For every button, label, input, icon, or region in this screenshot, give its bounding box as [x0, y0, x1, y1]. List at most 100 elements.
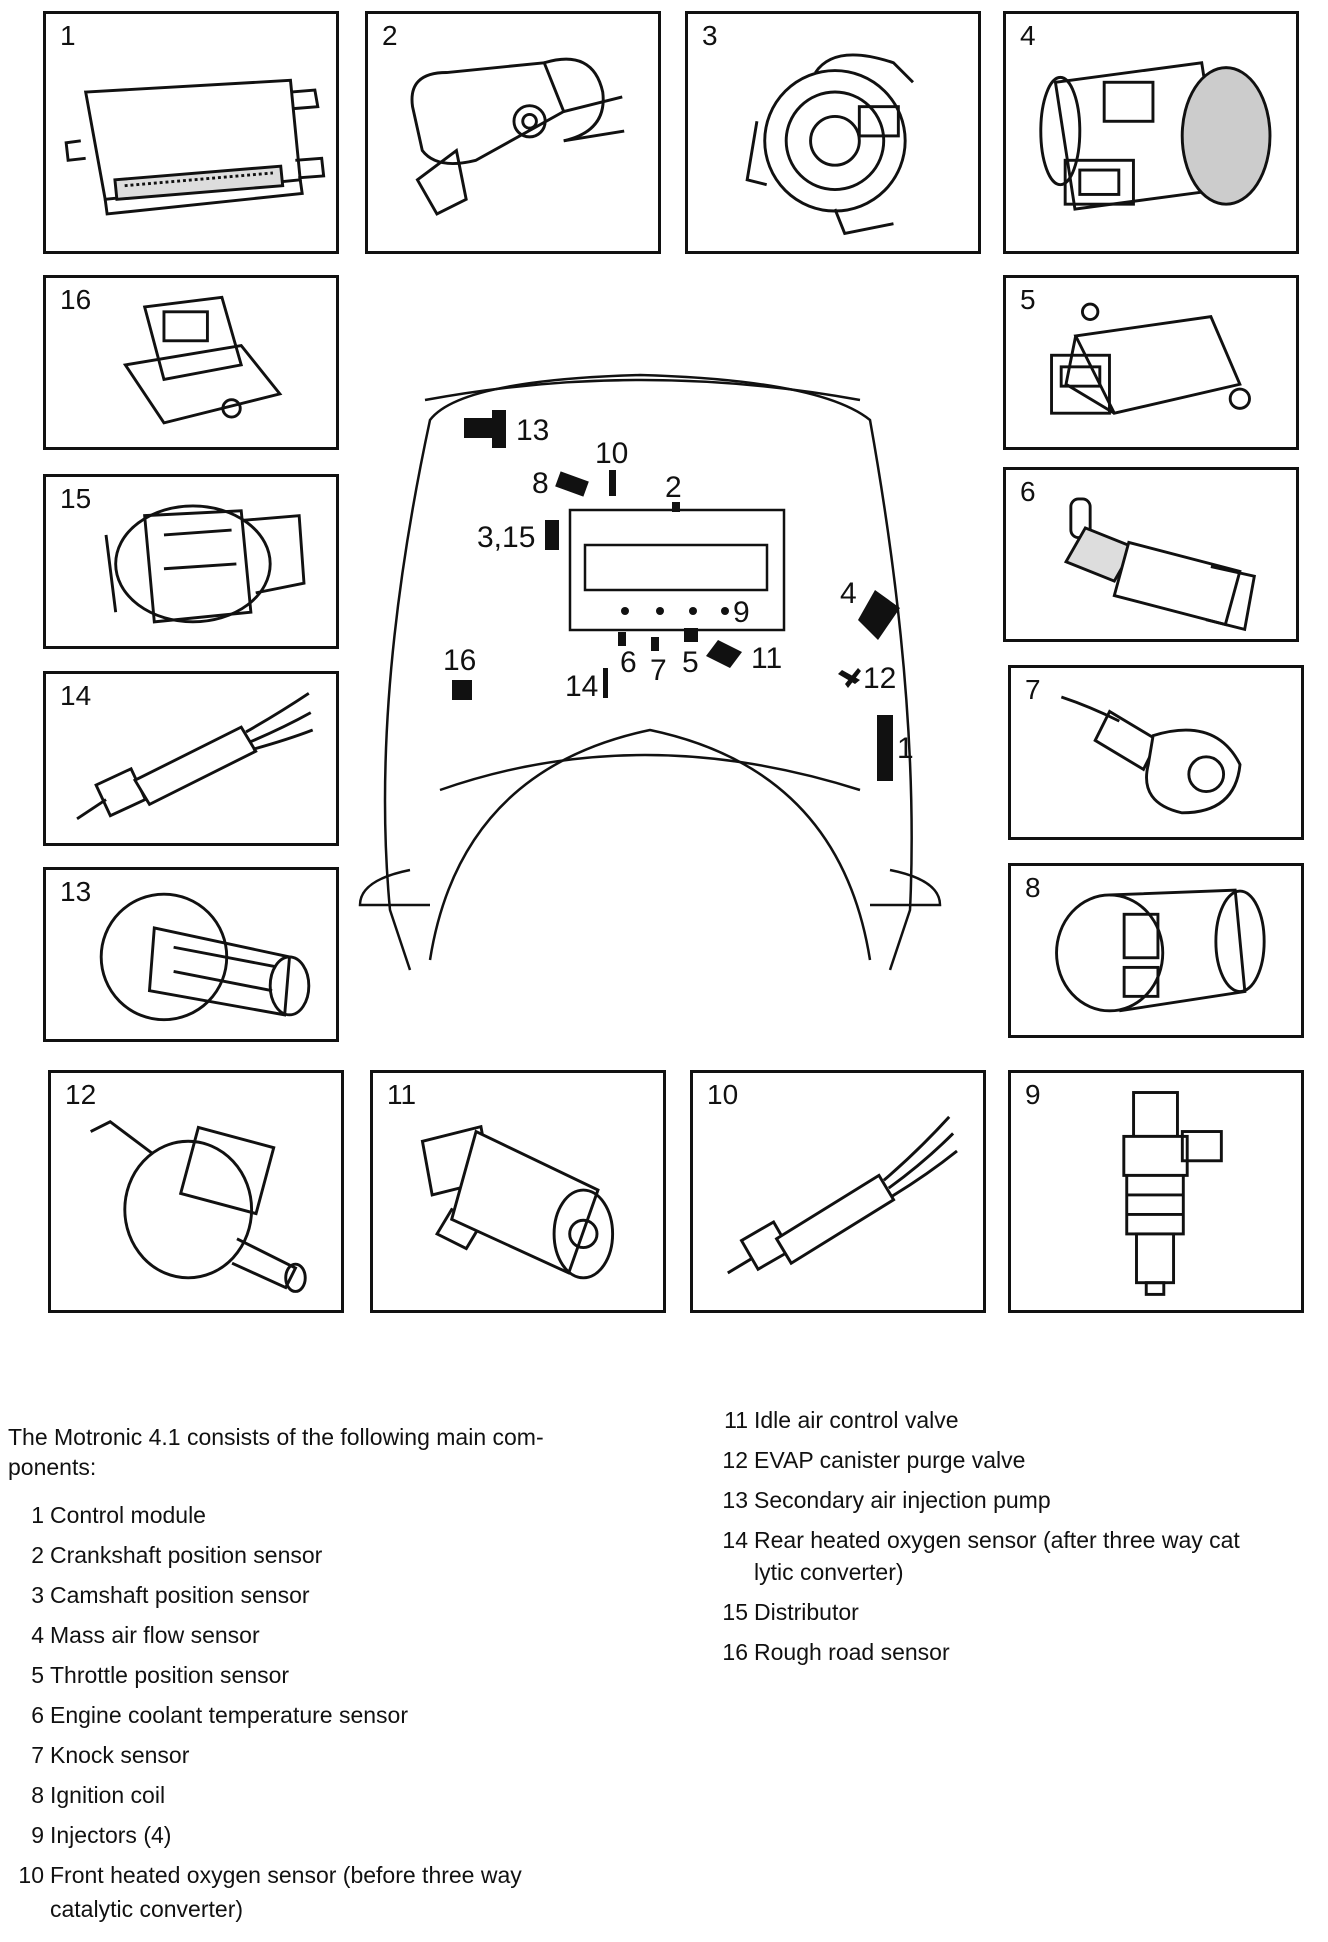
marker-16-rough-road	[452, 680, 472, 700]
idle-air-valve-icon	[420, 1124, 615, 1280]
intro-line-1: The Motronic 4.1 consists of the followi…	[8, 1424, 544, 1450]
panel-ignition-coil: 8	[1008, 863, 1304, 1038]
control-module-icon	[64, 78, 326, 216]
marker-3-15-camshaft-distributor	[545, 520, 559, 550]
panel-control-module: 1	[43, 11, 339, 254]
callout-10: 10	[595, 437, 628, 470]
callout-11: 11	[751, 642, 782, 675]
marker-5-throttle	[684, 628, 698, 642]
callout-7: 7	[650, 654, 667, 687]
panel-number: 3	[702, 20, 718, 51]
panel-maf-sensor: 4	[1003, 11, 1299, 254]
callout-13: 13	[516, 414, 549, 447]
marker-8-ignition-coil	[555, 471, 589, 497]
legend-intro: The Motronic 4.1 consists of the followi…	[8, 1422, 648, 1482]
panel-evap-purge-valve: 12	[48, 1070, 344, 1313]
panel-crankshaft-sensor: 2	[365, 11, 661, 254]
injector-icon	[1122, 1091, 1223, 1296]
panel-number: 7	[1025, 674, 1041, 705]
panel-number: 4	[1020, 20, 1036, 51]
panel-injector: 9	[1008, 1070, 1304, 1313]
marker-10-front-o2	[609, 470, 616, 496]
marker-7-knock	[651, 637, 659, 651]
callout-3-15: 3,15	[477, 521, 535, 554]
panel-secondary-air-pump: 13	[43, 867, 339, 1042]
marker-9-injector-4	[721, 607, 729, 615]
evap-purge-valve-icon	[90, 1120, 307, 1293]
marker-13-secondary-air-pump	[464, 418, 492, 438]
panel-rear-o2-sensor: 14	[43, 671, 339, 846]
callout-8: 8	[532, 467, 549, 500]
panel-camshaft-sensor: 3	[685, 11, 981, 254]
marker-12-evap	[838, 668, 861, 688]
callout-4: 4	[840, 577, 857, 610]
callout-9: 9	[733, 596, 750, 629]
callout-16: 16	[443, 644, 476, 677]
throttle-sensor-icon	[1050, 302, 1251, 415]
marker-14-rear-o2	[603, 668, 608, 698]
rough-road-sensor-icon	[122, 295, 283, 425]
marker-6-coolant-temp	[618, 632, 626, 646]
secondary-air-pump-icon	[99, 892, 311, 1022]
marker-2-crankshaft	[672, 502, 680, 512]
panel-number: 5	[1020, 284, 1036, 315]
marker-11-idle-air	[706, 640, 742, 668]
callout-12: 12	[863, 662, 896, 695]
panel-throttle-sensor: 5	[1003, 275, 1299, 450]
coolant-temp-sensor-icon	[1063, 497, 1257, 632]
panel-number: 2	[382, 20, 398, 51]
ignition-coil-icon	[1055, 888, 1266, 1013]
knock-sensor-icon	[1060, 695, 1242, 815]
panel-rough-road-sensor: 16	[43, 275, 339, 450]
camshaft-sensor-icon	[745, 53, 915, 236]
marker-4-maf	[858, 590, 900, 640]
callout-14: 14	[565, 670, 598, 703]
panel-number: 8	[1025, 872, 1041, 903]
panel-number: 12	[65, 1079, 97, 1110]
callout-1: 1	[897, 732, 914, 765]
marker-injector-2	[656, 607, 664, 615]
panel-distributor: 15	[43, 474, 339, 649]
intro-line-2: ponents:	[8, 1454, 97, 1480]
panel-number: 16	[60, 284, 92, 315]
distributor-icon	[104, 504, 306, 624]
panel-number: 6	[1020, 476, 1036, 507]
maf-sensor-icon	[1039, 61, 1272, 211]
callout-2: 2	[665, 471, 682, 504]
marker-injector-3	[689, 607, 697, 615]
panel-knock-sensor: 7	[1008, 665, 1304, 840]
panel-number: 15	[60, 483, 92, 514]
marker-13b	[492, 410, 506, 448]
rear-o2-sensor-icon	[76, 692, 314, 821]
marker-1-control-module	[877, 715, 893, 781]
crankshaft-sensor-icon	[410, 57, 625, 216]
panel-number: 9	[1025, 1079, 1041, 1110]
marker-injector-1	[621, 607, 629, 615]
engine-bay-diagram: 13 10 8 2 3,15 9 6 7 5 11 4 12 16 14 1	[358, 373, 942, 971]
panel-front-o2-sensor: 10	[690, 1070, 986, 1313]
front-o2-sensor-icon	[727, 1115, 958, 1275]
panel-coolant-temp-sensor: 6	[1003, 467, 1299, 642]
panel-number: 1	[60, 20, 76, 51]
panel-number: 11	[387, 1079, 417, 1110]
panel-number: 14	[60, 680, 92, 711]
panel-number: 13	[60, 876, 92, 907]
callout-6: 6	[620, 646, 637, 679]
